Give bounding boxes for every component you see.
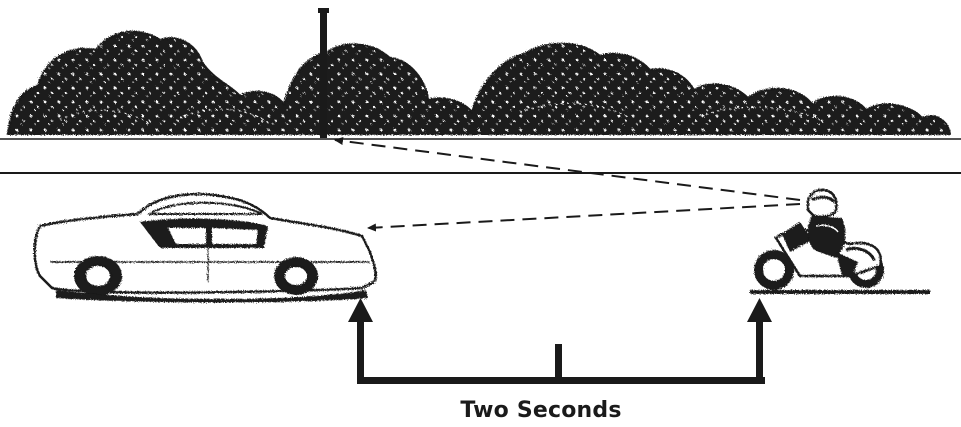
sight-line-to-pole <box>335 140 800 200</box>
bracket-left-arrowhead <box>348 298 373 322</box>
sight-lines <box>335 140 800 228</box>
sight-line-to-car <box>368 204 800 228</box>
two-second-bracket <box>348 298 772 384</box>
bracket-left-stem <box>357 318 364 384</box>
road-edge <box>0 139 961 173</box>
two-seconds-caption: Two Seconds <box>420 398 662 423</box>
tree-line <box>8 32 950 134</box>
car <box>35 194 376 303</box>
bracket-center-tick <box>555 344 562 384</box>
bracket-right-stem <box>756 318 763 384</box>
bracket-right-arrowhead <box>747 298 772 322</box>
